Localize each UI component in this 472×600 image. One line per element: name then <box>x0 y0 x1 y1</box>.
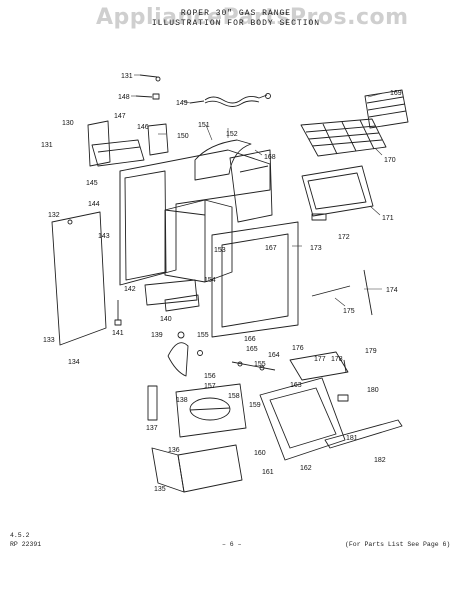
callout-label: 157 <box>204 383 216 390</box>
bracket-172 <box>311 213 327 221</box>
callout-label: 148 <box>118 94 130 101</box>
knob-139 <box>177 331 185 339</box>
callout-label: 155 <box>254 361 266 368</box>
callout-label: 150 <box>177 133 189 140</box>
callout-label: 168 <box>264 154 276 161</box>
callout-label: 162 <box>300 465 312 472</box>
drawer-135 <box>151 444 243 493</box>
callout-label: 152 <box>226 131 238 138</box>
part-155 <box>197 350 203 356</box>
callout-label: 166 <box>244 336 256 343</box>
callout-label: 147 <box>114 113 126 120</box>
bottom-frame-142 <box>144 279 198 306</box>
callout-label: 141 <box>112 330 124 337</box>
top-cover-152 <box>194 139 252 181</box>
broil-rack-169 <box>364 89 409 129</box>
diagram-title: ROPER 30" GAS RANGE <box>180 9 292 18</box>
oven-bottom-171 <box>301 165 374 217</box>
grid-138 <box>147 385 158 421</box>
side-bracket-130 <box>87 120 111 167</box>
callout-label: 179 <box>365 348 377 355</box>
burner-box-147 <box>91 139 145 167</box>
callout-label: 138 <box>176 397 188 404</box>
screw-179 <box>343 359 347 373</box>
callout-label: 135 <box>154 486 166 493</box>
callout-label: 174 <box>386 287 398 294</box>
callout-label: 137 <box>146 425 158 432</box>
cabinet-body-144 <box>119 149 271 286</box>
page-number: – 6 – <box>222 541 242 548</box>
bracket-146 <box>147 123 169 156</box>
callout-label: 133 <box>43 337 55 344</box>
screw-132 <box>67 219 73 225</box>
broiler-pan-136 <box>175 383 247 438</box>
callout-label: 169 <box>390 90 402 97</box>
callout-label: 131 <box>41 142 53 149</box>
door-frame-173 <box>211 221 299 338</box>
callout-label: 172 <box>338 234 350 241</box>
drawer-front-161 <box>259 377 346 461</box>
callout-label: 156 <box>204 373 216 380</box>
callout-label: 130 <box>62 120 74 127</box>
doc-code-line2: RP 22391 <box>10 541 42 548</box>
doc-code-line1: 4.5.2 <box>10 532 30 539</box>
callout-label: 143 <box>98 233 110 240</box>
callout-label: 163 <box>290 382 302 389</box>
callout-label: 151 <box>198 122 210 129</box>
callout-label: 177 <box>314 356 326 363</box>
callout-label: 144 <box>88 201 100 208</box>
callout-label: 161 <box>262 469 274 476</box>
callout-label: 155 <box>197 332 209 339</box>
callout-label: 160 <box>254 450 266 457</box>
callout-label: 182 <box>374 457 386 464</box>
callout-label: 180 <box>367 387 379 394</box>
rod-175 <box>311 285 351 297</box>
wiring-harness-149 <box>189 93 271 107</box>
parts-list-note: (For Parts List See Page 6) <box>345 541 451 548</box>
callout-label: 132 <box>48 212 60 219</box>
callout-label: 165 <box>246 346 258 353</box>
watermark: AppliancePartsPros.com <box>96 5 409 30</box>
clip-148 <box>135 93 160 100</box>
callout-label: 176 <box>292 345 304 352</box>
callout-label: 170 <box>384 157 396 164</box>
oven-liner-154 <box>164 199 233 283</box>
callout-label: 159 <box>249 402 261 409</box>
leveling-leg-141 <box>114 300 122 326</box>
callout-label: 142 <box>124 286 136 293</box>
callout-label: 154 <box>204 277 216 284</box>
diagram-subtitle: ILLUSTRATION FOR BODY SECTION <box>151 19 321 28</box>
callout-label: 139 <box>151 332 163 339</box>
callout-label: 164 <box>268 352 280 359</box>
callout-label: 181 <box>346 435 358 442</box>
side-trim-168 <box>229 149 273 223</box>
callout-label: 153 <box>214 247 226 254</box>
callout-label: 131 <box>121 73 133 80</box>
callout-label: 134 <box>68 359 80 366</box>
side-panel-133 <box>51 211 107 346</box>
callout-labels: 131 148 149 169 130 147 146 150 151 152 … <box>41 73 402 493</box>
callout-label: 175 <box>343 308 355 315</box>
callout-label: 149 <box>176 100 188 107</box>
clip-180 <box>337 394 349 402</box>
callout-label: 167 <box>265 245 277 252</box>
oven-rack-170 <box>300 118 387 157</box>
bracket-140 <box>164 294 200 312</box>
valve-assembly-163 <box>231 361 276 371</box>
callout-label: 158 <box>228 393 240 400</box>
callout-label: 140 <box>160 316 172 323</box>
callout-label: 178 <box>331 356 343 363</box>
hinge-156 <box>167 342 189 377</box>
callout-label: 136 <box>168 447 180 454</box>
callout-label: 146 <box>137 124 149 131</box>
drawer-panel-177 <box>289 351 349 381</box>
callout-label: 145 <box>86 180 98 187</box>
rod-174 <box>363 269 373 316</box>
rail-182 <box>324 419 403 449</box>
screw-131-top <box>139 74 161 82</box>
callout-label: 171 <box>382 215 394 222</box>
callout-label: 173 <box>310 245 322 252</box>
